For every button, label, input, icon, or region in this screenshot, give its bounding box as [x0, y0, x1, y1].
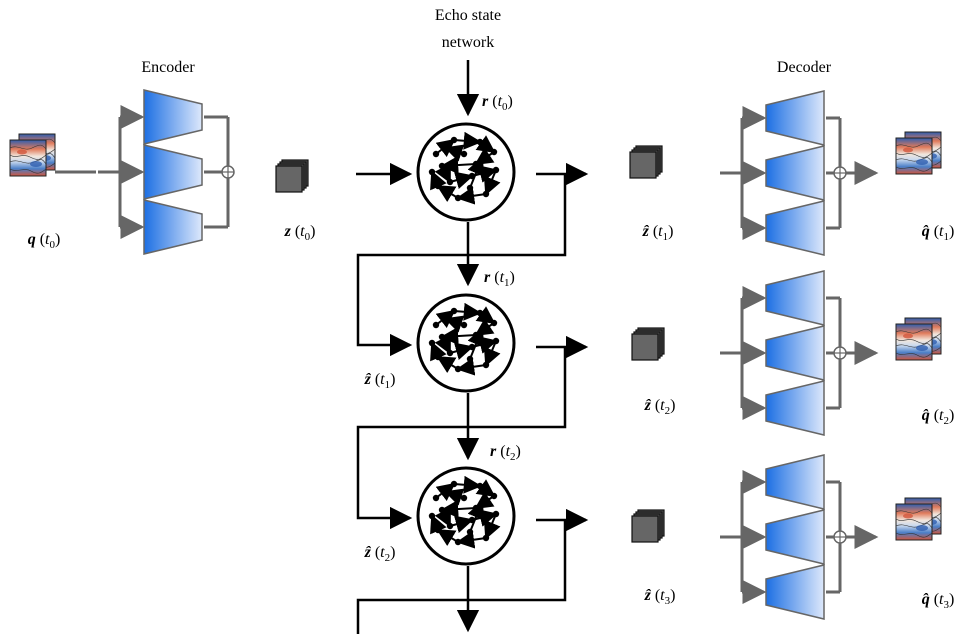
- zhat3-label: ẑ (t3): [644, 587, 676, 607]
- decoder-label: Decoder: [777, 59, 832, 76]
- latent-zhat3-cubes: [631, 509, 665, 543]
- encoder-block: [98, 90, 234, 254]
- decoder-block-2: [720, 271, 876, 435]
- r0-label: r (t0): [482, 93, 513, 113]
- decoder-block-1: [720, 91, 876, 255]
- output-field-image-1: [896, 132, 941, 174]
- zhat2-feedback-label: ẑ (t2): [364, 544, 396, 564]
- output-field-image-2: [896, 318, 941, 360]
- feedback-loop-2: [356, 347, 567, 530]
- encoder-label: Encoder: [141, 59, 195, 76]
- zhat1-label: ẑ (t1): [642, 223, 674, 243]
- zhat2-label: ẑ (t2): [644, 397, 676, 417]
- latent-z0-cubes: [275, 159, 309, 193]
- esn-title-line1: Echo state: [435, 7, 501, 24]
- r1-label: r (t1): [484, 269, 515, 289]
- reservoir-node-graph-1: [418, 124, 514, 220]
- latent-zhat2-cubes: [631, 327, 665, 361]
- decoder-block-3: [720, 455, 876, 619]
- input-label: q (t0): [28, 231, 61, 251]
- feedback-loop-1: [356, 174, 567, 357]
- qhat3-label: q̂ (t3): [922, 591, 955, 611]
- zhat1-feedback-label: ẑ (t1): [364, 371, 396, 391]
- esn-title-line2: network: [442, 34, 494, 51]
- input-field-image: [10, 134, 55, 176]
- reservoir-node-graph-2: [418, 295, 514, 391]
- reservoir-node-graph-3: [418, 468, 514, 564]
- qhat2-label: q̂ (t2): [922, 407, 955, 427]
- output-field-image-3: [896, 498, 941, 540]
- latent-zhat1-cubes: [629, 145, 663, 179]
- r2-label: r (t2): [490, 443, 521, 463]
- qhat1-label: q̂ (t1): [922, 223, 955, 243]
- latent-z0-label: z (t0): [284, 223, 316, 243]
- feedback-loop-3: [356, 520, 567, 634]
